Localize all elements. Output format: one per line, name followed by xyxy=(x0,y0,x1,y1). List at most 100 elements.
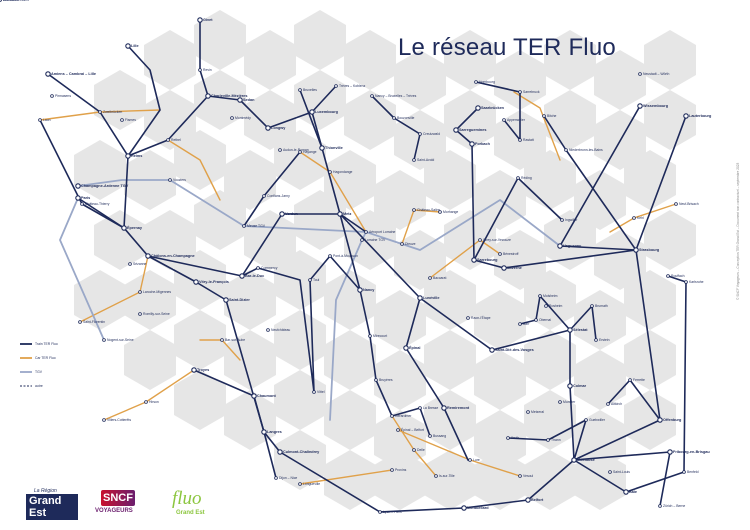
station-dot[interactable] xyxy=(138,290,142,294)
station-dot[interactable] xyxy=(328,254,332,258)
station-dot[interactable] xyxy=(544,304,548,308)
station-label[interactable]: Saint-Avold xyxy=(417,158,435,162)
station-label[interactable]: Commercy xyxy=(261,266,278,270)
station-dot[interactable] xyxy=(606,402,610,406)
station-label[interactable]: Nogent-sur-Seine xyxy=(107,338,134,342)
station-label[interactable]: Épernay xyxy=(127,226,142,230)
station-dot[interactable] xyxy=(637,103,643,109)
station-label[interactable]: Sélestat xyxy=(573,328,588,332)
station-label[interactable]: Meuse TGV xyxy=(247,224,266,228)
station-dot[interactable] xyxy=(667,449,673,455)
station-label[interactable]: Rastatt xyxy=(523,138,534,142)
station-label[interactable]: Trèves – Koblenz xyxy=(339,84,366,88)
station-dot[interactable] xyxy=(471,257,477,263)
station-label[interactable]: Saarbrücken xyxy=(481,106,505,110)
station-label[interactable]: Fismes xyxy=(125,118,136,122)
station-dot[interactable] xyxy=(469,141,475,147)
station-dot[interactable] xyxy=(518,322,522,326)
station-dot[interactable] xyxy=(337,211,343,217)
station-label[interactable]: Saint-Florentin xyxy=(83,320,106,324)
station-label[interactable]: Thionville xyxy=(325,146,343,150)
station-label[interactable]: Lyon – Paris xyxy=(383,510,402,514)
station-label[interactable]: Château-Salins xyxy=(417,208,441,212)
station-dot[interactable] xyxy=(102,338,106,342)
station-dot[interactable] xyxy=(261,429,267,435)
fluo-logo[interactable]: fluo Grand Est xyxy=(170,488,220,520)
station-label[interactable]: Lure xyxy=(473,458,480,462)
station-dot[interactable] xyxy=(357,287,363,293)
station-dot[interactable] xyxy=(546,438,550,442)
station-label[interactable]: Ferrette xyxy=(633,378,645,382)
station-dot[interactable] xyxy=(633,247,639,253)
station-label[interactable]: Épinal xyxy=(409,346,421,350)
station-dot[interactable] xyxy=(251,393,257,399)
station-dot[interactable] xyxy=(560,218,564,222)
station-label[interactable]: Vittel xyxy=(317,390,325,394)
station-label[interactable]: Mulhouse xyxy=(577,458,595,462)
station-label[interactable]: Sarreguemines xyxy=(459,128,487,132)
station-label[interactable]: Kehl xyxy=(637,216,644,220)
station-label[interactable]: Karlsruhe xyxy=(689,280,704,284)
station-label[interactable]: Belfort xyxy=(531,498,544,502)
station-label[interactable]: Nancy – Bruxelles – Trèves xyxy=(375,94,417,98)
station-dot[interactable] xyxy=(518,138,522,142)
station-label[interactable]: Aéroport Lorraine xyxy=(369,230,396,234)
station-label[interactable]: Montbéliard xyxy=(467,506,489,510)
station-label[interactable]: Verdun xyxy=(285,212,298,216)
station-label[interactable]: Provins xyxy=(395,468,407,472)
station-label[interactable]: Raon-l'Étape xyxy=(471,316,491,320)
station-label[interactable]: Bitche xyxy=(547,114,557,118)
station-dot[interactable] xyxy=(145,253,151,259)
station-label[interactable]: Hagondange xyxy=(333,170,353,174)
station-dot[interactable] xyxy=(368,334,372,338)
station-dot[interactable] xyxy=(334,84,338,88)
station-dot[interactable] xyxy=(594,338,598,342)
station-dot[interactable] xyxy=(498,252,502,256)
station-label[interactable]: Thann xyxy=(551,438,561,442)
station-label[interactable]: Wissembourg xyxy=(643,104,669,108)
station-dot[interactable] xyxy=(623,489,629,495)
station-dot[interactable] xyxy=(590,304,594,308)
station-label[interactable]: La Bresse xyxy=(423,406,439,410)
station-dot[interactable] xyxy=(242,224,246,228)
station-dot[interactable] xyxy=(608,470,612,474)
station-dot[interactable] xyxy=(128,262,132,266)
station-label[interactable]: Conflans-Jarny xyxy=(267,194,290,198)
station-dot[interactable] xyxy=(538,294,542,298)
station-dot[interactable] xyxy=(298,482,302,486)
station-dot[interactable] xyxy=(564,148,568,152)
station-dot[interactable] xyxy=(102,418,106,422)
station-dot[interactable] xyxy=(516,176,520,180)
station-dot[interactable] xyxy=(418,406,422,410)
station-dot[interactable] xyxy=(567,327,573,333)
grand-est-logo[interactable]: La Région Grand Est xyxy=(20,488,78,520)
station-dot[interactable] xyxy=(558,400,562,404)
station-label[interactable]: Lauterbourg xyxy=(689,114,712,118)
station-label[interactable]: Réding xyxy=(521,176,532,180)
station-label[interactable]: Longwy xyxy=(271,126,286,130)
station-label[interactable]: Obernai xyxy=(539,318,552,322)
station-dot[interactable] xyxy=(312,390,316,394)
station-label[interactable]: Épinal – Belfort xyxy=(401,428,424,432)
station-dot[interactable] xyxy=(428,276,432,280)
station-label[interactable]: Hirson xyxy=(149,400,159,404)
station-label[interactable]: Remiremont xyxy=(447,406,470,410)
station-label[interactable]: Munster xyxy=(563,400,576,404)
station-label[interactable]: Delle xyxy=(417,448,425,452)
station-label[interactable]: Mirecourt xyxy=(373,334,388,338)
station-label[interactable]: Pont-à-Mousson xyxy=(333,254,358,258)
station-label[interactable]: Vouziers xyxy=(173,178,187,182)
station-label[interactable]: Montmédy xyxy=(235,116,251,120)
station-dot[interactable] xyxy=(638,72,642,76)
station-dot[interactable] xyxy=(220,338,224,342)
station-dot[interactable] xyxy=(98,110,102,114)
station-dot[interactable] xyxy=(657,417,663,423)
station-dot[interactable] xyxy=(197,17,203,23)
station-dot[interactable] xyxy=(239,273,245,279)
station-dot[interactable] xyxy=(674,202,678,206)
station-dot[interactable] xyxy=(319,145,325,151)
station-label[interactable]: Neuf-Brisach xyxy=(679,202,699,206)
station-dot[interactable] xyxy=(125,43,131,49)
station-label[interactable]: Châlons-en-Champagne xyxy=(151,254,195,258)
station-label[interactable]: Erstein xyxy=(599,338,610,342)
